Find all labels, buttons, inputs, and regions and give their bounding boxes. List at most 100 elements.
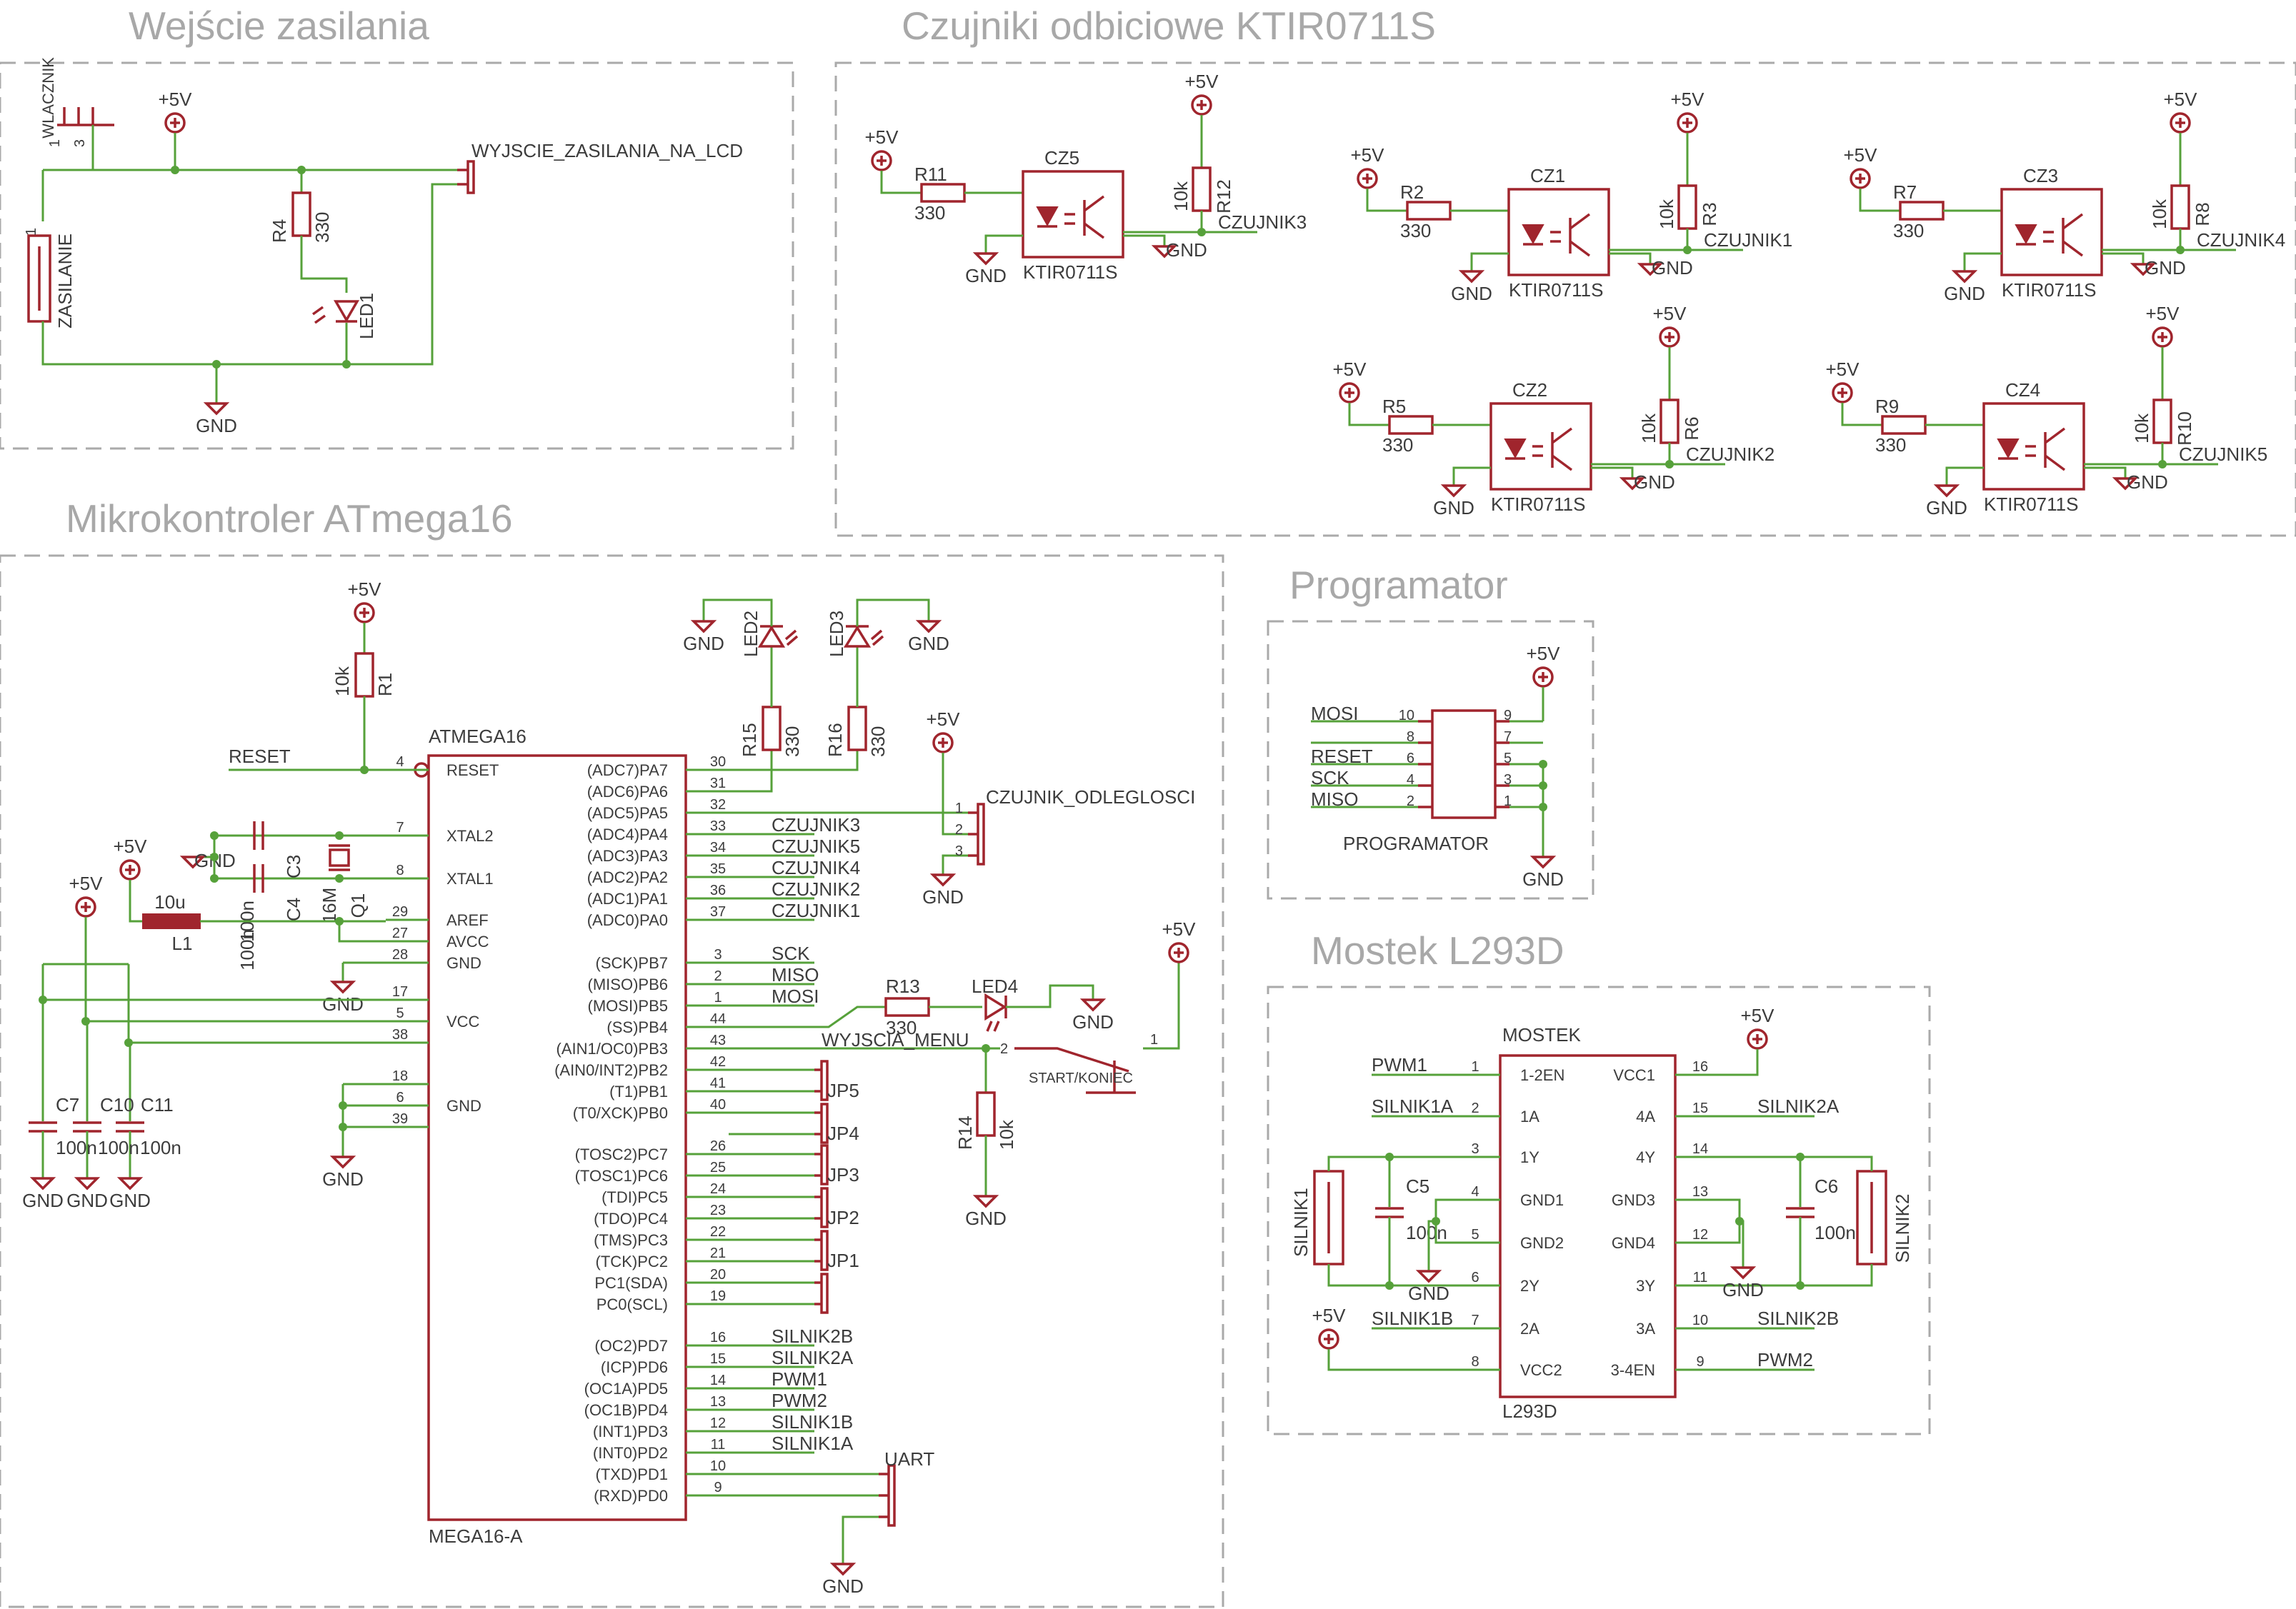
- pin-number: 8: [1471, 1354, 1479, 1370]
- wire: [1327, 1349, 1457, 1371]
- section-title: Mostek L293D: [1311, 928, 1564, 973]
- pin-name: GND3: [1612, 1191, 1655, 1209]
- gnd-symbol: GND: [179, 850, 236, 871]
- pin-number: 1: [955, 801, 963, 816]
- symbol-line: [872, 635, 884, 646]
- wire: [942, 753, 968, 836]
- wire: [1327, 1264, 1457, 1287]
- pin-number: 7: [396, 820, 404, 836]
- gnd-label: GND: [1072, 1011, 1114, 1033]
- wire: [41, 183, 457, 366]
- pin-name: 1-2EN: [1520, 1066, 1564, 1084]
- crystal-q1: [329, 848, 350, 867]
- gnd-triangle: [1079, 998, 1107, 1012]
- motor-label: SILNIK1: [1290, 1188, 1312, 1257]
- vcc-symbol: +5V: [927, 708, 960, 753]
- resistor: [2152, 399, 2172, 444]
- cap-label: C10: [100, 1094, 134, 1116]
- net-label: SCK: [772, 943, 810, 964]
- wire: [1945, 466, 1984, 486]
- pin-number: 37: [710, 904, 726, 920]
- net-label: MISO: [1311, 788, 1358, 810]
- symbol-line: [993, 1021, 1000, 1032]
- ktir-body: [1507, 188, 1610, 276]
- gnd-label: GND: [2127, 471, 2168, 493]
- sensor-part: KTIR0711S: [1023, 261, 1117, 283]
- gnd-label: GND: [822, 1575, 864, 1597]
- vcc-circle: [1339, 382, 1360, 403]
- led-label: LED4: [972, 976, 1018, 997]
- gnd-label: GND: [965, 265, 1007, 286]
- pin-name: (T1)PB1: [609, 1083, 668, 1101]
- symbol-line: [2062, 213, 2084, 230]
- gnd-symbol: GND: [1926, 484, 1967, 518]
- vcc-label: +5V: [2164, 89, 2198, 110]
- vcc-label: +5V: [114, 836, 148, 857]
- pin-name: (ADC1)PA1: [587, 890, 668, 908]
- sensor-net: CZUJNIK4: [2197, 229, 2285, 251]
- vcc-label: +5V: [1333, 359, 1367, 380]
- jumper-label: JP3: [827, 1164, 859, 1186]
- vcc-symbol: +5V: [1351, 144, 1384, 189]
- gnd-symbol: GND: [822, 1563, 864, 1597]
- sensor-part: KTIR0711S: [1984, 493, 2078, 515]
- resistor-value: 330: [782, 726, 803, 757]
- vcc-circle: [1357, 168, 1378, 189]
- pin-number: 7: [1471, 1313, 1479, 1328]
- gnd-triangle: [1440, 484, 1467, 498]
- wire: [842, 1515, 879, 1564]
- jumper-header: JP2: [814, 1187, 859, 1228]
- pin-number: 16: [1692, 1059, 1708, 1075]
- resistor-label: R15: [739, 723, 760, 757]
- wire: [856, 598, 930, 626]
- capacitor: [116, 1121, 144, 1133]
- ktir-body: [2000, 188, 2103, 276]
- junction-dot: [1665, 460, 1674, 468]
- wire: [2084, 466, 2127, 478]
- inductor-value: 10u: [154, 891, 185, 913]
- junction-dot: [360, 766, 369, 774]
- resistor-label: R10: [2174, 411, 2195, 446]
- junction-dot: [342, 360, 351, 369]
- pin-number: 14: [710, 1373, 726, 1388]
- pin-number: 11: [711, 1437, 726, 1453]
- pin-name: (INT0)PD2: [593, 1444, 668, 1462]
- jumper-header: JP5: [814, 1060, 859, 1101]
- junction-dot: [210, 853, 219, 861]
- ir-led: [1997, 438, 2020, 459]
- resistor-label: R6: [1681, 416, 1702, 440]
- gnd-symbol: GND: [66, 1177, 108, 1211]
- vcc-circle: [932, 732, 954, 753]
- pin-number: 2: [955, 822, 963, 838]
- cap-value: 100n: [140, 1137, 181, 1158]
- jumper-body: [820, 1230, 829, 1271]
- jumper-body: [820, 1103, 829, 1144]
- gnd-triangle: [929, 873, 957, 887]
- wire: [338, 921, 386, 943]
- symbol-line: [2044, 454, 2066, 471]
- pin-number: 13: [710, 1394, 726, 1410]
- pin-name: GND1: [1520, 1191, 1564, 1209]
- pin-number: 28: [392, 947, 408, 963]
- resistor-label: R9: [1875, 396, 1899, 417]
- mcu-frame: [0, 554, 1224, 1608]
- pin-number: 3: [1471, 1141, 1479, 1157]
- resistor: [762, 706, 782, 751]
- capacitor: [73, 1121, 101, 1133]
- switch-label: START/KONIEC: [1029, 1071, 1133, 1086]
- pin-number: 29: [392, 904, 408, 920]
- resistor-label: R2: [1400, 181, 1424, 203]
- pin-name: (AIN1/OC0)PB3: [556, 1040, 669, 1058]
- junction-dot: [335, 874, 344, 883]
- pin-name: (ADC3)PA3: [587, 847, 668, 865]
- gnd-label: GND: [1433, 497, 1474, 518]
- pin-number: 6: [1407, 751, 1414, 766]
- jumper-body: [820, 1060, 829, 1101]
- pin-number: 4: [1471, 1184, 1479, 1200]
- pin-number: 33: [710, 818, 726, 834]
- pin-name: (SCK)PB7: [596, 954, 668, 972]
- resistor-label: R13: [886, 976, 920, 997]
- net-label: CZUJNIK5: [772, 836, 860, 857]
